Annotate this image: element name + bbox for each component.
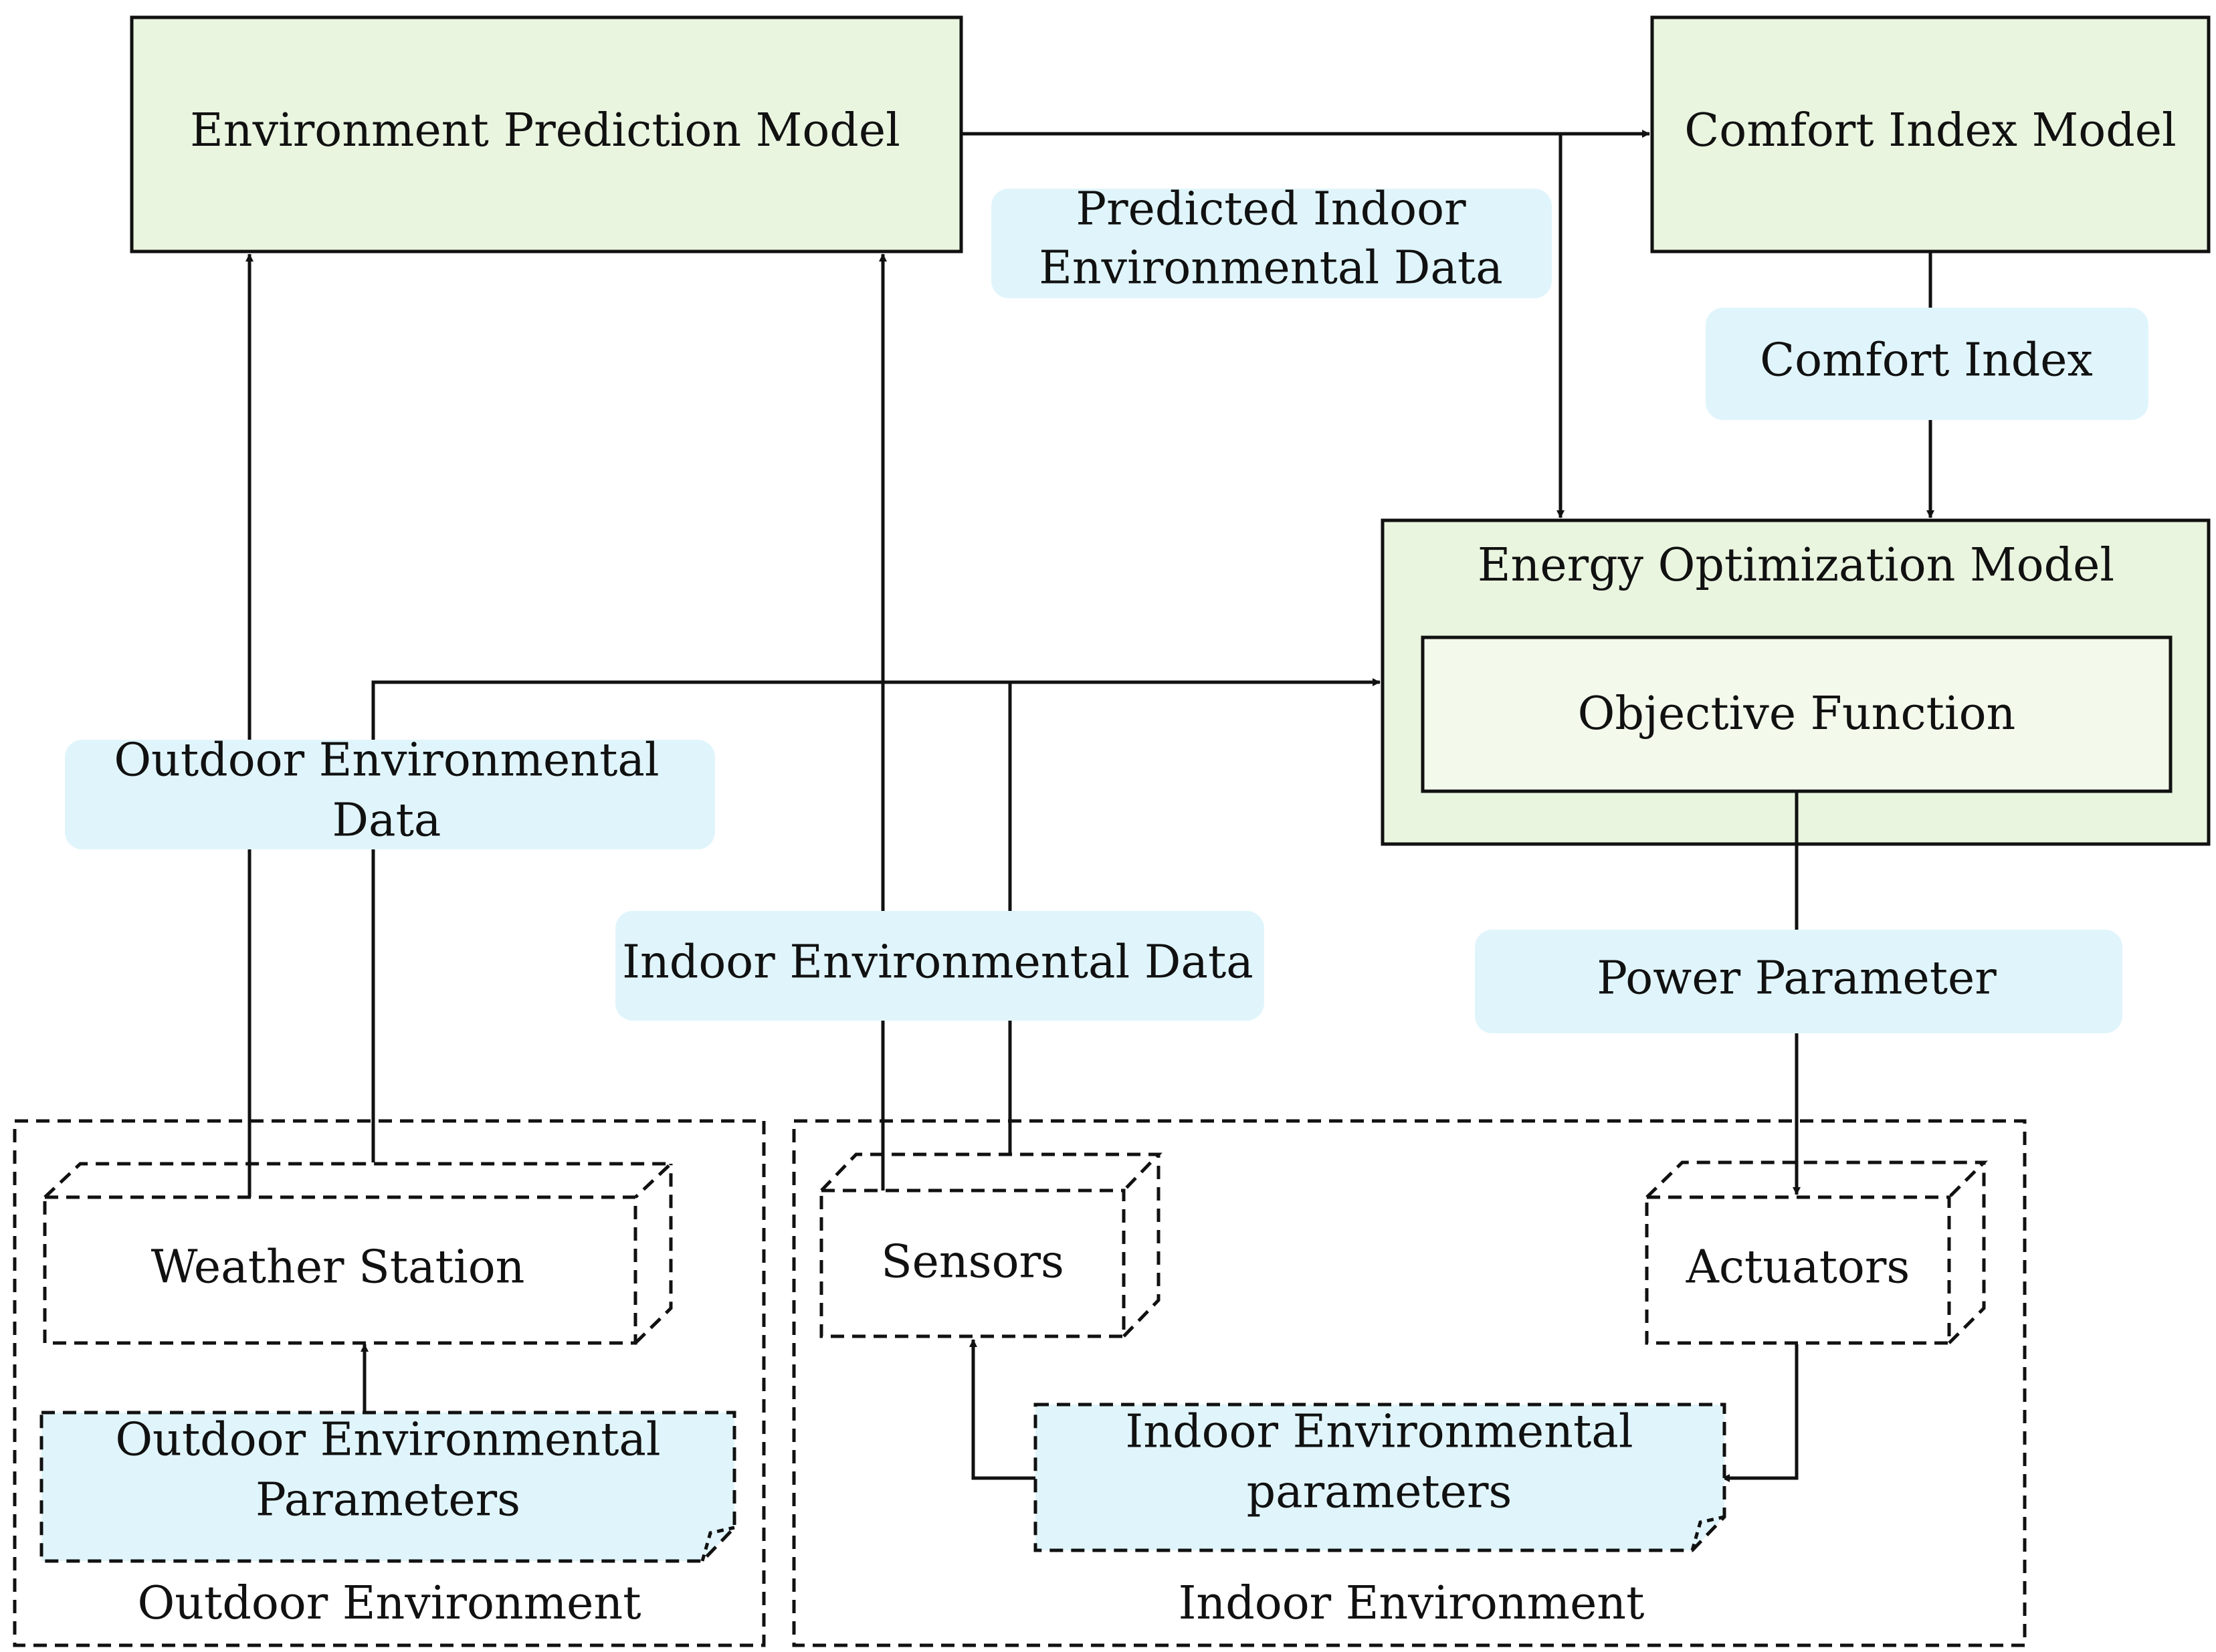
energy-optimization-model: Energy Optimization Model Objective Func… — [1381, 518, 2211, 846]
predicted-indoor-data-line2: Environmental Data — [1039, 242, 1503, 295]
energy-optimization-model-title: Energy Optimization Model — [1478, 539, 2114, 592]
environment-prediction-model-title: Environment Prediction Model — [190, 104, 900, 157]
power-parameter-label: Power Parameter — [1475, 930, 2122, 1033]
outdoor-data-line2: Data — [332, 795, 441, 847]
objective-function: Objective Function — [1421, 635, 2173, 793]
arrow-weather-to-energy — [371, 678, 1381, 1162]
outdoor-environmental-data-label: Outdoor Environmental Data — [65, 734, 715, 849]
objective-function-title: Objective Function — [1578, 688, 2016, 740]
indoor-params-line2: parameters — [1247, 1466, 1512, 1519]
comfort-index-model: Comfort Index Model — [1650, 15, 2211, 253]
comfort-index-label-text: Comfort Index — [1760, 334, 2093, 387]
sensors-label: Sensors — [881, 1236, 1064, 1289]
comfort-index-label: Comfort Index — [1706, 308, 2148, 420]
predicted-indoor-data-label: Predicted Indoor Environmental Data — [991, 183, 1552, 298]
sensors — [819, 1152, 1163, 1338]
actuators-label: Actuators — [1686, 1241, 1910, 1294]
arrow-actuators-to-indoor-params — [1722, 1344, 1799, 1482]
weather-station-label: Weather Station — [151, 1241, 525, 1294]
indoor-environmental-data-label: Indoor Environmental Data — [615, 911, 1264, 1021]
comfort-index-model-title: Comfort Index Model — [1684, 104, 2176, 157]
indoor-environmental-parameters: Indoor Environmental parameters — [1033, 1403, 1726, 1552]
outdoor-params-line1: Outdoor Environmental — [115, 1414, 660, 1467]
power-parameter-label-text: Power Parameter — [1597, 952, 1997, 1005]
outdoor-environmental-parameters: Outdoor Environmental Parameters — [39, 1411, 736, 1563]
outdoor-environment-label: Outdoor Environment — [137, 1577, 641, 1630]
actuators — [1645, 1160, 1989, 1345]
predicted-indoor-data-line1: Predicted Indoor — [1076, 183, 1466, 236]
environment-prediction-model: Environment Prediction Model — [130, 15, 963, 253]
indoor-data-label-text: Indoor Environmental Data — [622, 936, 1253, 989]
outdoor-params-line2: Parameters — [256, 1474, 520, 1527]
weather-station — [43, 1162, 676, 1345]
outdoor-data-line1: Outdoor Environmental — [114, 734, 659, 787]
indoor-environment-label: Indoor Environment — [1179, 1577, 1645, 1630]
indoor-params-line1: Indoor Environmental — [1125, 1406, 1633, 1459]
connectors — [245, 130, 1934, 1482]
outdoor-environment-group — [13, 1119, 766, 1647]
arrow-indoor-params-to-sensors — [969, 1339, 1035, 1480]
